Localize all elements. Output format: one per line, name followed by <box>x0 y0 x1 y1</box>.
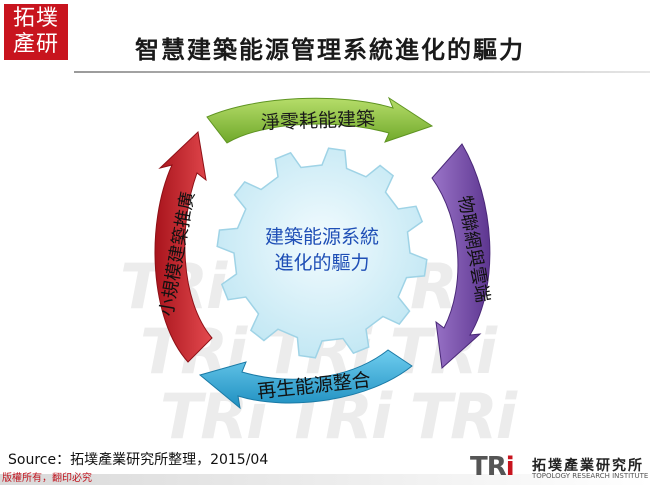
arrow-right-iot-cloud: 物聯網與雲端 <box>431 143 493 370</box>
arrow-left-small-scale: 小規模建築推廣 <box>154 130 213 363</box>
center-gear: 建築能源系統 進化的驅力 <box>216 147 428 359</box>
gear-icon <box>216 147 428 359</box>
copyright-notice: 版權所有，翻印必究 <box>2 473 92 484</box>
arrow-bottom-shape <box>198 349 413 410</box>
brand-logo: 拓墣 產研 <box>4 4 68 60</box>
arrow-top-shape <box>206 96 434 144</box>
source-note: Source：拓墣產業研究所整理，2015/04 <box>8 452 269 468</box>
tri-mark-a: TR <box>470 452 507 482</box>
footer-bar <box>0 474 650 485</box>
tri-mark-b: i <box>505 452 515 482</box>
arrow-right-shape <box>431 143 491 370</box>
arrow-left-shape <box>154 130 213 363</box>
arrow-top-label: 淨零耗能建築 <box>261 108 376 134</box>
logo-line-2: 產研 <box>12 32 59 57</box>
logo-line-1: 拓墣 <box>12 6 59 31</box>
page-title: 智慧建築能源管理系統進化的驅力 <box>135 35 525 64</box>
title-divider <box>74 71 650 73</box>
gear-label-line-1: 建築能源系統 <box>265 226 379 248</box>
tri-name-zh: 拓墣產業研究所 <box>532 458 644 474</box>
arrow-bottom-renewable: 再生能源整合 <box>198 349 413 410</box>
tri-name-en: TOPOLOGY RESEARCH INSTITUTE <box>532 472 649 480</box>
tri-logo: TRi <box>470 452 515 482</box>
arrow-top-net-zero: 淨零耗能建築 <box>206 96 434 144</box>
gear-label-line-2: 進化的驅力 <box>274 252 369 274</box>
